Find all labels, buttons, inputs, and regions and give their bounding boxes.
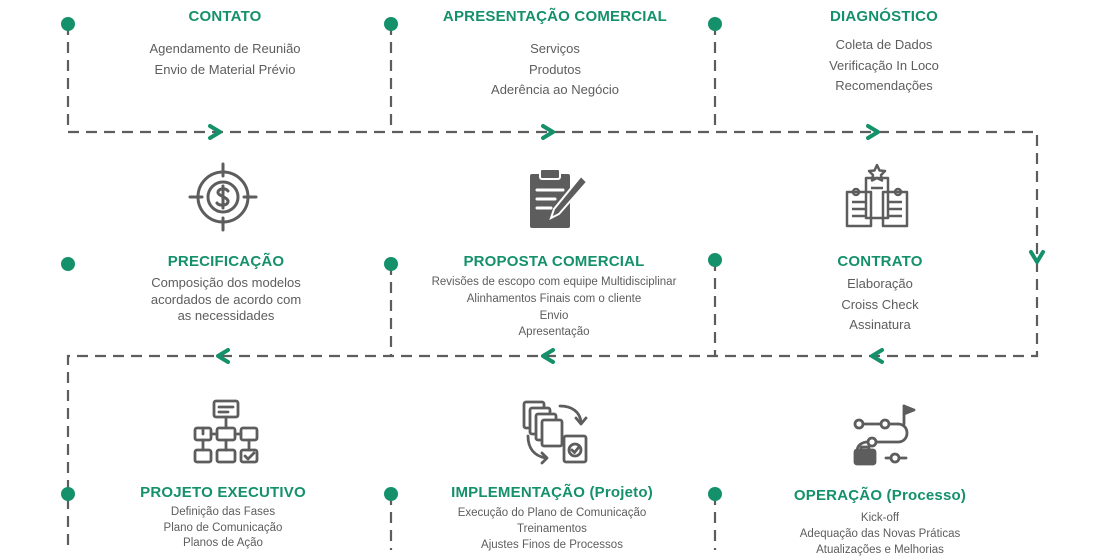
step-dot (61, 257, 75, 271)
step-items: Revisões de escopo com equipe Multidisci… (404, 274, 704, 341)
arrow-left-icon (870, 348, 884, 364)
step-title: OPERAÇÃO (Processo) (793, 487, 967, 504)
step-dot (708, 17, 722, 31)
step-precificacao: PRECIFICAÇÃO Composição dos modelos acor… (106, 253, 346, 325)
step-title: IMPLEMENTAÇÃO (Projeto) (451, 484, 653, 501)
step-dot (708, 487, 722, 501)
step-title: CONTRATO (837, 253, 923, 270)
step-item: Revisões de escopo com equipe Multidisci… (431, 276, 677, 288)
step-item: Aderência ao Negócio (491, 82, 619, 97)
step-item: Verificação In Loco (829, 57, 939, 73)
step-item: Definição das Fases (170, 506, 276, 518)
step-item: as necessidades (177, 308, 275, 323)
step-item: Agendamento de Reunião (149, 41, 301, 56)
step-title: APRESENTAÇÃO COMERCIAL (442, 8, 668, 25)
step-item: acordados de acordo com (150, 291, 302, 307)
step-item: Planos de Ação (183, 537, 263, 549)
step-dot (384, 487, 398, 501)
step-item: Kick-off (860, 512, 900, 524)
step-item: Alinhamentos Finais com o cliente (466, 292, 642, 305)
clipboard-pen-icon (530, 168, 589, 228)
step-contato: CONTATO Agendamento de Reunião Envio de … (105, 8, 345, 80)
documents-cycle-icon (522, 400, 588, 465)
step-projeto-executivo: PROJETO EXECUTIVO Definição das Fases Pl… (103, 484, 343, 552)
step-items: Execução do Plano de Comunicação Treinam… (416, 505, 688, 553)
step-item: Composição dos modelos (151, 275, 301, 290)
step-items: Elaboração Croiss Check Assinatura (760, 274, 1000, 336)
step-dot (61, 17, 75, 31)
step-item: Croiss Check (841, 296, 919, 312)
step-title: PROPOSTA COMERCIAL (463, 253, 645, 270)
step-item: Execução do Plano de Comunicação (457, 507, 647, 519)
arrow-right-icon (866, 124, 880, 140)
step-item: Apresentação (518, 326, 590, 339)
arrow-left-icon (216, 348, 230, 364)
step-item: Adequação das Novas Práticas (799, 528, 961, 540)
step-item: Serviços (530, 41, 580, 56)
step-items: Serviços Produtos Aderência ao Negócio (425, 39, 685, 101)
step-items: Coleta de Dados Verificação In Loco Reco… (764, 35, 1004, 97)
step-dot (384, 257, 398, 271)
step-item: Envio (539, 309, 569, 322)
step-item: Atualizações e Melhorias (816, 544, 944, 556)
step-item: Recomendações (835, 78, 933, 93)
contract-documents-icon (845, 163, 909, 228)
arrow-right-icon (208, 124, 222, 140)
step-title: DIAGNÓSTICO (829, 8, 939, 25)
step-items: Kick-off Adequação das Novas Práticas At… (760, 510, 1000, 558)
step-item: Elaboração (847, 276, 913, 291)
step-dot (708, 253, 722, 267)
step-item: Treinamentos (517, 523, 587, 535)
step-apresentacao-comercial: APRESENTAÇÃO COMERCIAL Serviços Produtos… (425, 8, 685, 101)
step-item: Assinatura (849, 317, 911, 332)
target-dollar-icon (188, 162, 258, 232)
step-dot (384, 17, 398, 31)
step-implementacao: IMPLEMENTAÇÃO (Projeto) Execução do Plan… (416, 484, 688, 553)
step-contrato: CONTRATO Elaboração Croiss Check Assinat… (760, 253, 1000, 336)
step-item: Envio de Material Prévio (154, 61, 296, 77)
step-item: Coleta de Dados (835, 37, 933, 52)
arrow-right-icon (541, 124, 555, 140)
step-proposta-comercial: PROPOSTA COMERCIAL Revisões de escopo co… (404, 253, 704, 341)
step-items: Definição das Fases Plano de Comunicação… (103, 505, 343, 552)
step-items: Composição dos modelos acordados de acor… (106, 275, 346, 325)
step-diagnostico: DIAGNÓSTICO Coleta de Dados Verificação … (764, 8, 1004, 97)
arrow-down-icon (1029, 250, 1045, 264)
step-item: Produtos (528, 61, 582, 77)
step-item: Plano de Comunicação (163, 521, 283, 534)
step-operacao: OPERAÇÃO (Processo) Kick-off Adequação d… (760, 487, 1000, 558)
step-title: PRECIFICAÇÃO (167, 253, 285, 270)
route-flag-icon (853, 404, 916, 466)
step-title: PROJETO EXECUTIVO (140, 484, 306, 501)
flowchart-icon (193, 399, 259, 464)
step-item: Ajustes Finos de Processos (481, 539, 623, 551)
step-title: CONTATO (188, 8, 262, 25)
arrow-left-icon (541, 348, 555, 364)
step-items: Agendamento de Reunião Envio de Material… (105, 39, 345, 80)
step-dot (61, 487, 75, 501)
